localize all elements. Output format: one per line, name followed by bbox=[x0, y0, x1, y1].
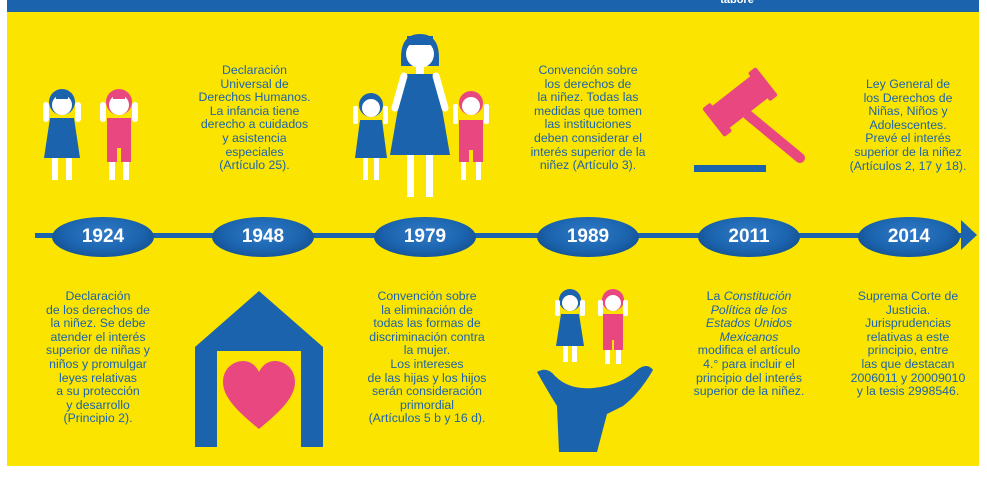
text-1924-line: (Principio 2). bbox=[63, 411, 133, 426]
year-1924: 1924 bbox=[52, 217, 154, 257]
text-2014-bottom-line: Justicia. bbox=[885, 302, 931, 317]
text-1948-line: La infancia tiene bbox=[209, 103, 300, 118]
text-2011: La Constitución Política de los Estados … bbox=[673, 289, 825, 399]
header-partial-text: tabore bbox=[720, 0, 754, 6]
text-1924-line: superior de niñas y bbox=[46, 343, 150, 358]
text-2014-bottom-line: Jurisprudencias bbox=[864, 316, 952, 331]
year-2014: 2014 bbox=[858, 217, 960, 257]
text-1979-line: (Artículos 5 b y 16 d). bbox=[368, 411, 486, 426]
text-1924-line: de los derechos de bbox=[46, 302, 150, 317]
year-1979: 1979 bbox=[374, 217, 476, 257]
timeline-panel: tabore 1924 1948 1979 1989 2011 2014 Dec… bbox=[7, 0, 979, 466]
text-2011-line: principio del interés bbox=[696, 370, 802, 385]
house-heart-icon bbox=[195, 291, 323, 447]
text-1924-line: a su protección bbox=[56, 384, 140, 399]
text-2014-bottom: Suprema Corte de Justicia. Jurisprudenci… bbox=[833, 289, 979, 399]
text-1979-line: la eliminación de bbox=[381, 302, 473, 317]
text-2014-top-line: Niñas, Niños y bbox=[868, 104, 948, 119]
text-2014-top-line: Prevé el interés bbox=[865, 131, 951, 146]
timeline-line bbox=[35, 233, 965, 238]
text-1948-line: Universal de bbox=[220, 76, 289, 91]
timeline-arrow-icon bbox=[961, 220, 977, 250]
family-icon bbox=[353, 34, 489, 197]
gavel-icon bbox=[694, 67, 805, 172]
text-1924: Declaración de los derechos de la niñez.… bbox=[22, 289, 174, 426]
header-bar: tabore bbox=[7, 0, 979, 12]
text-1924-line: leyes relativas bbox=[59, 370, 137, 385]
text-1948-line: especiales bbox=[225, 144, 284, 159]
text-1989-line: la niñez. Todas las bbox=[537, 90, 639, 105]
text-2014-top-line: Ley General de bbox=[865, 77, 951, 91]
text-1979-line: discriminación contra bbox=[369, 329, 485, 344]
text-1979-line: de las hijas y los hijos bbox=[367, 370, 487, 385]
text-2011-italic: Política de los bbox=[710, 302, 788, 317]
text-2014-bottom-line: Suprema Corte de bbox=[857, 289, 959, 303]
text-1924-line: Declaración bbox=[65, 289, 131, 303]
text-1924-line: niños y promulgar bbox=[49, 356, 147, 371]
text-1979-line: serán consideración bbox=[371, 384, 483, 399]
text-1989-line: las instituciones bbox=[544, 117, 632, 132]
text-1989-line: niñez (Artículo 3). bbox=[539, 158, 637, 173]
text-2011-line: 4.° para incluir el bbox=[703, 356, 795, 371]
text-2014-bottom-line: 2006011 y 20009010 bbox=[850, 370, 966, 385]
text-1989-line: interés superior de la bbox=[530, 144, 646, 159]
text-2014-bottom-line: principio, entre bbox=[867, 343, 949, 358]
text-1948-line: (Artículo 25). bbox=[219, 158, 290, 173]
text-1924-line: y desarrollo bbox=[66, 397, 130, 412]
text-2014-bottom-line: las que destacan bbox=[861, 356, 955, 371]
text-1948-line: Declaración bbox=[222, 63, 287, 77]
text-1924-line: la niñez. Se debe bbox=[50, 316, 146, 331]
text-2011-italic: Mexicanos bbox=[719, 329, 779, 344]
text-2014-bottom-line: y la tesis 2998546. bbox=[856, 384, 960, 399]
text-1948-line: Derechos Humanos. bbox=[198, 90, 311, 105]
text-1989-line: deben considerar el bbox=[533, 130, 642, 145]
text-1924-line: atender el interés bbox=[50, 329, 146, 344]
text-1979-line: primordial bbox=[400, 397, 454, 412]
year-2011: 2011 bbox=[698, 217, 800, 257]
text-1979-line: todas las formas de bbox=[373, 316, 481, 331]
text-2014-bottom-line: relativas a este bbox=[866, 329, 950, 344]
text-1948-line: y asistencia bbox=[222, 130, 287, 145]
text-1989: Convención sobre los derechos de la niñe… bbox=[508, 63, 668, 173]
children-icon bbox=[43, 89, 138, 180]
text-2011-prefix: La bbox=[706, 289, 721, 303]
text-1979: Convención sobre la eliminación de todas… bbox=[347, 289, 507, 426]
text-2011-line: superior de la niñez. bbox=[693, 384, 805, 399]
year-1989: 1989 bbox=[537, 217, 639, 257]
text-2011-italic: Estados Unidos bbox=[705, 316, 793, 331]
year-1948: 1948 bbox=[212, 217, 314, 257]
text-2011-italic: Constitución bbox=[723, 289, 792, 303]
text-2011-line: La Constitución bbox=[673, 289, 825, 304]
text-1979-line: la mujer. bbox=[403, 343, 451, 358]
text-2011-line: modifica el artículo bbox=[697, 343, 801, 358]
text-2014-top-line: los Derechos de bbox=[863, 90, 953, 105]
text-1989-line: medidas que tomen bbox=[533, 103, 642, 118]
hand-children-icon bbox=[537, 289, 653, 452]
text-2014-top-line: Adolescentes. bbox=[869, 117, 947, 132]
text-2014-top-line: (Artículos 2, 17 y 18). bbox=[849, 158, 967, 173]
text-1948-line: derecho a cuidados bbox=[200, 117, 309, 132]
text-1989-line: los derechos de bbox=[544, 76, 632, 91]
text-1979-line: Los intereses bbox=[390, 356, 464, 371]
text-1979-line: Convención sobre bbox=[377, 289, 477, 303]
text-2014-top: Ley General de los Derechos de Niñas, Ni… bbox=[833, 77, 979, 173]
text-1989-line: Convención sobre bbox=[538, 63, 638, 77]
text-1948: Declaración Universal de Derechos Humano… bbox=[177, 63, 332, 173]
text-2014-top-line: superior de la niñez bbox=[854, 144, 962, 159]
